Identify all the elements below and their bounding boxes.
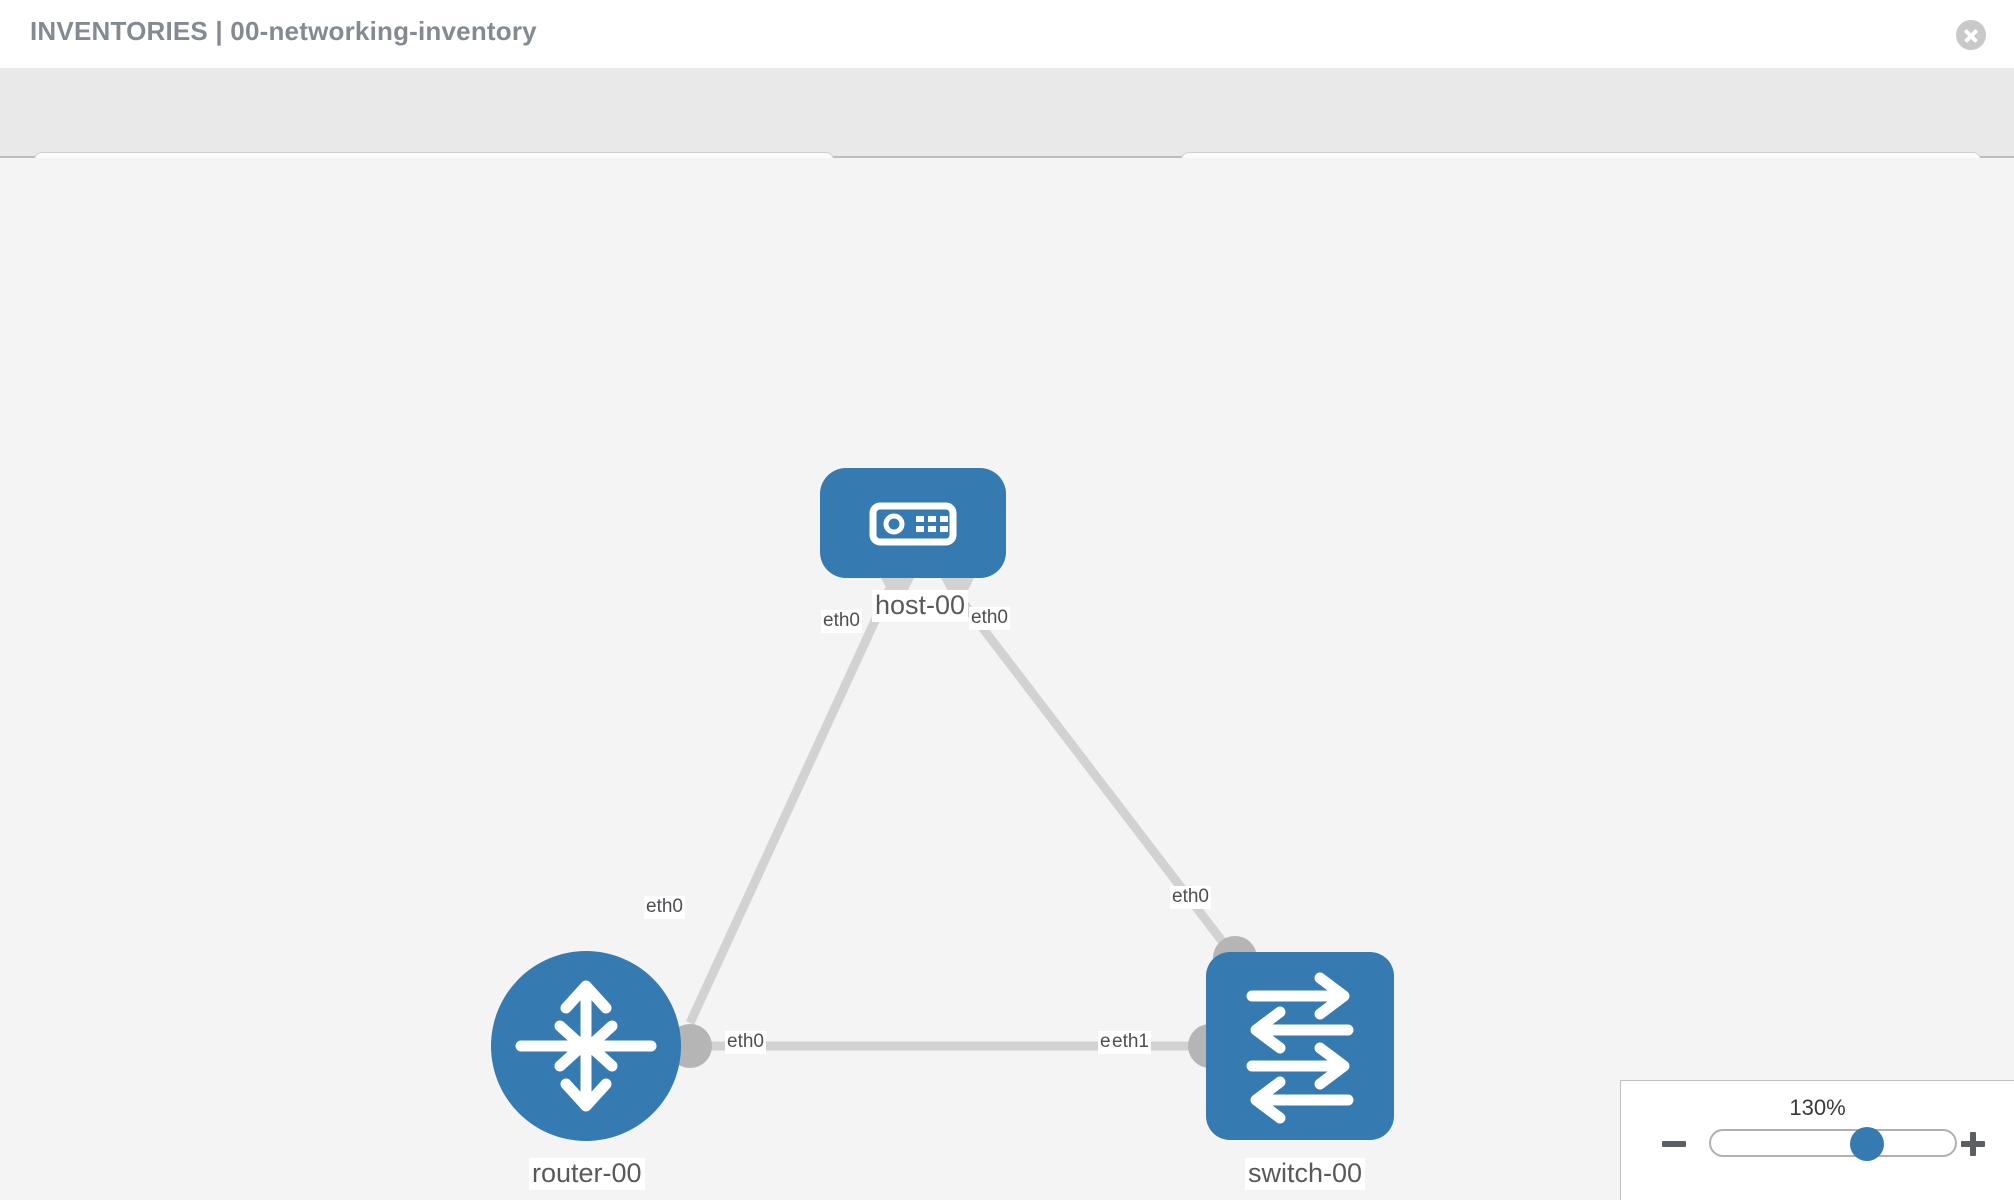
node-switch-00: [1206, 952, 1394, 1140]
node-label-router-00: router-00: [529, 1158, 645, 1190]
switch-arrows-icon: [1246, 972, 1354, 1124]
node-host-00: [820, 468, 1006, 578]
zoom-out-button[interactable]: [1659, 1129, 1689, 1159]
topology-graph: [491, 468, 1394, 1141]
port-label-host-eth0-right: eth0: [969, 607, 1010, 630]
zoom-in-button[interactable]: [1958, 1129, 1988, 1159]
zoom-control-panel: 130%: [1620, 1080, 2014, 1200]
link-label-router-eth0-up: eth0: [644, 896, 685, 919]
link-label-switch-eth1-left: eth1: [1110, 1031, 1151, 1054]
page-header: INVENTORIES | 00-networking-inventory: [0, 0, 2014, 68]
node-label-host-00: host-00: [872, 590, 969, 622]
server-icon: [869, 502, 957, 546]
zoom-slider-thumb[interactable]: [1850, 1127, 1884, 1161]
close-icon[interactable]: [1956, 20, 1986, 50]
zoom-level-value: 130%: [1789, 1095, 1846, 1120]
link-label-router-eth0-right: eth0: [725, 1031, 766, 1054]
page-title: INVENTORIES | 00-networking-inventory: [30, 16, 537, 46]
router-arrows-icon: [515, 980, 657, 1112]
topology-canvas[interactable]: host-00 eth0 eth0 eth0 eth0 eth0 eth0 et…: [0, 158, 2014, 1200]
topology-ports: [668, 576, 1257, 1068]
node-router-00: [491, 951, 681, 1141]
link-host-router: [685, 586, 895, 1025]
zoom-slider[interactable]: [1709, 1127, 1957, 1161]
node-label-switch-00: switch-00: [1245, 1158, 1366, 1190]
port-label-host-eth0-left: eth0: [821, 610, 862, 633]
toolbar: ACTIONS SEARCH: [0, 68, 2014, 210]
topology-links: [680, 585, 1239, 1051]
link-label-switch-eth0-up: eth0: [1170, 886, 1211, 909]
